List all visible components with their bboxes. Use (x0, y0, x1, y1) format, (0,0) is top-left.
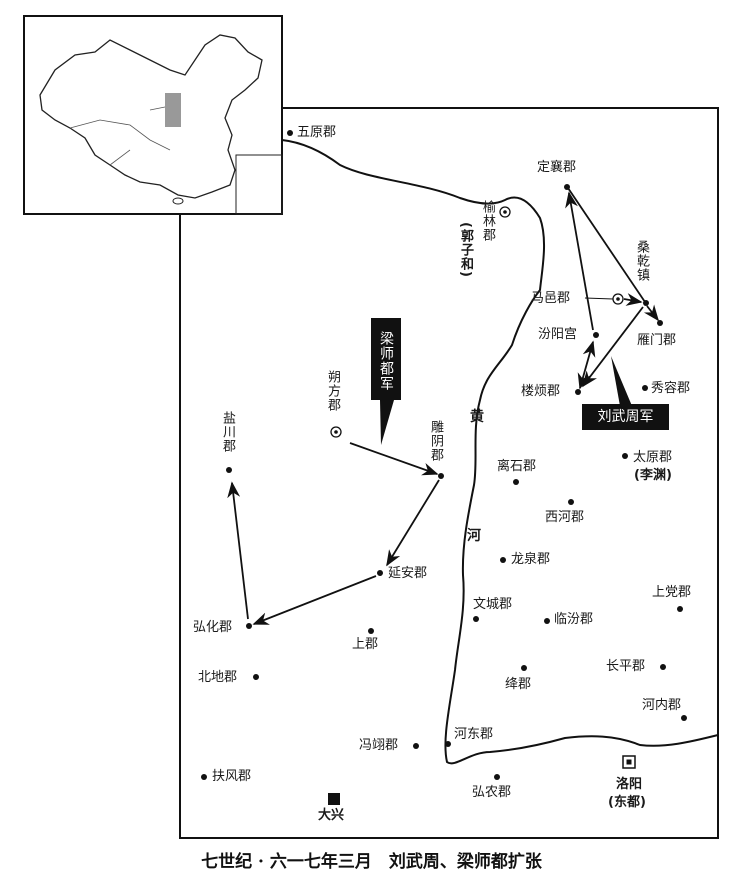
label-dingxiang: 定襄郡 (537, 160, 577, 175)
label-changping: 长平郡 (606, 659, 646, 674)
label-xiurong: 秀容郡 (651, 381, 691, 396)
label-honghua: 弘化郡 (193, 620, 233, 635)
label-yulin: 榆林郡 (480, 200, 495, 242)
inset-hainan (172, 197, 184, 205)
label-shuofang: 朔方郡 (325, 370, 340, 412)
liang-route-4 (227, 481, 249, 620)
label-pingyi: 冯翊郡 (359, 738, 399, 753)
liu-route-4 (643, 304, 660, 322)
liang-route-3 (252, 575, 377, 625)
label-hongnong: 弘农郡 (472, 785, 512, 800)
label-shangdang: 上党郡 (652, 585, 692, 600)
label-sangganzhen: 桑乾镇 (634, 240, 649, 282)
river-label-huang: 黄 (470, 409, 484, 425)
label-beidi: 北地郡 (198, 670, 238, 685)
liu-route-6 (567, 187, 646, 303)
liang-shidu-army-label: 梁师都军 (371, 318, 401, 400)
label-lishi: 离石郡 (497, 459, 537, 474)
label-henei: 河内郡 (642, 698, 682, 713)
label-loufan: 楼烦郡 (521, 384, 561, 399)
inset-sea-box (235, 154, 283, 215)
liu-wuzhou-army-label: 刘武周军 (582, 404, 669, 430)
label-wuyuan: 五原郡 (297, 125, 337, 140)
label-linfen: 临汾郡 (554, 612, 594, 627)
label-hedong: 河东郡 (454, 727, 494, 742)
mayi-leader (584, 297, 614, 300)
inset-china-outline (39, 34, 263, 199)
label-yanchuan: 盐川郡 (220, 411, 235, 453)
label-yanmen: 雁门郡 (637, 333, 677, 348)
label-luoyang: 洛阳 (616, 777, 643, 792)
label-dongdu: (东都) (608, 795, 646, 810)
label-longquan: 龙泉郡 (511, 552, 551, 567)
yellow-river (281, 139, 719, 765)
label-jiangjun: 绛郡 (505, 677, 532, 692)
label-fenyanggong: 汾阳宫 (538, 327, 578, 342)
label-xihe: 西河郡 (545, 510, 585, 525)
label-yanan: 延安郡 (388, 566, 428, 581)
label-taiyuan: 太原郡 (633, 450, 673, 465)
liu-box-pointer (611, 356, 632, 406)
liang-route-1 (349, 442, 439, 476)
map-title: 七世纪 · 六一七年三月 刘武周、梁师都扩张 (201, 852, 542, 872)
label-mayi: 马邑郡 (531, 291, 571, 306)
inset-highlight (165, 93, 181, 127)
liu-route-3 (623, 293, 643, 306)
inset-frame (23, 15, 283, 215)
label-liyuan: (李渊) (634, 468, 672, 483)
liang-box-pointer (380, 400, 394, 445)
liu-route-5 (582, 306, 644, 388)
river-label-he: 河 (467, 528, 481, 544)
label-daxing: 大兴 (318, 808, 345, 823)
city-dots (201, 130, 687, 780)
label-shangjun: 上郡 (352, 637, 379, 652)
label-wencheng: 文城郡 (473, 597, 513, 612)
label-fufeng: 扶风郡 (212, 769, 252, 784)
liang-route-2 (386, 479, 440, 567)
liu-route-1 (565, 191, 594, 331)
label-diaoyin: 雕阴郡 (428, 420, 443, 462)
label-guozihe: (郭子和) (458, 222, 473, 278)
capital-markers (328, 206, 636, 805)
map-frame (179, 107, 719, 839)
